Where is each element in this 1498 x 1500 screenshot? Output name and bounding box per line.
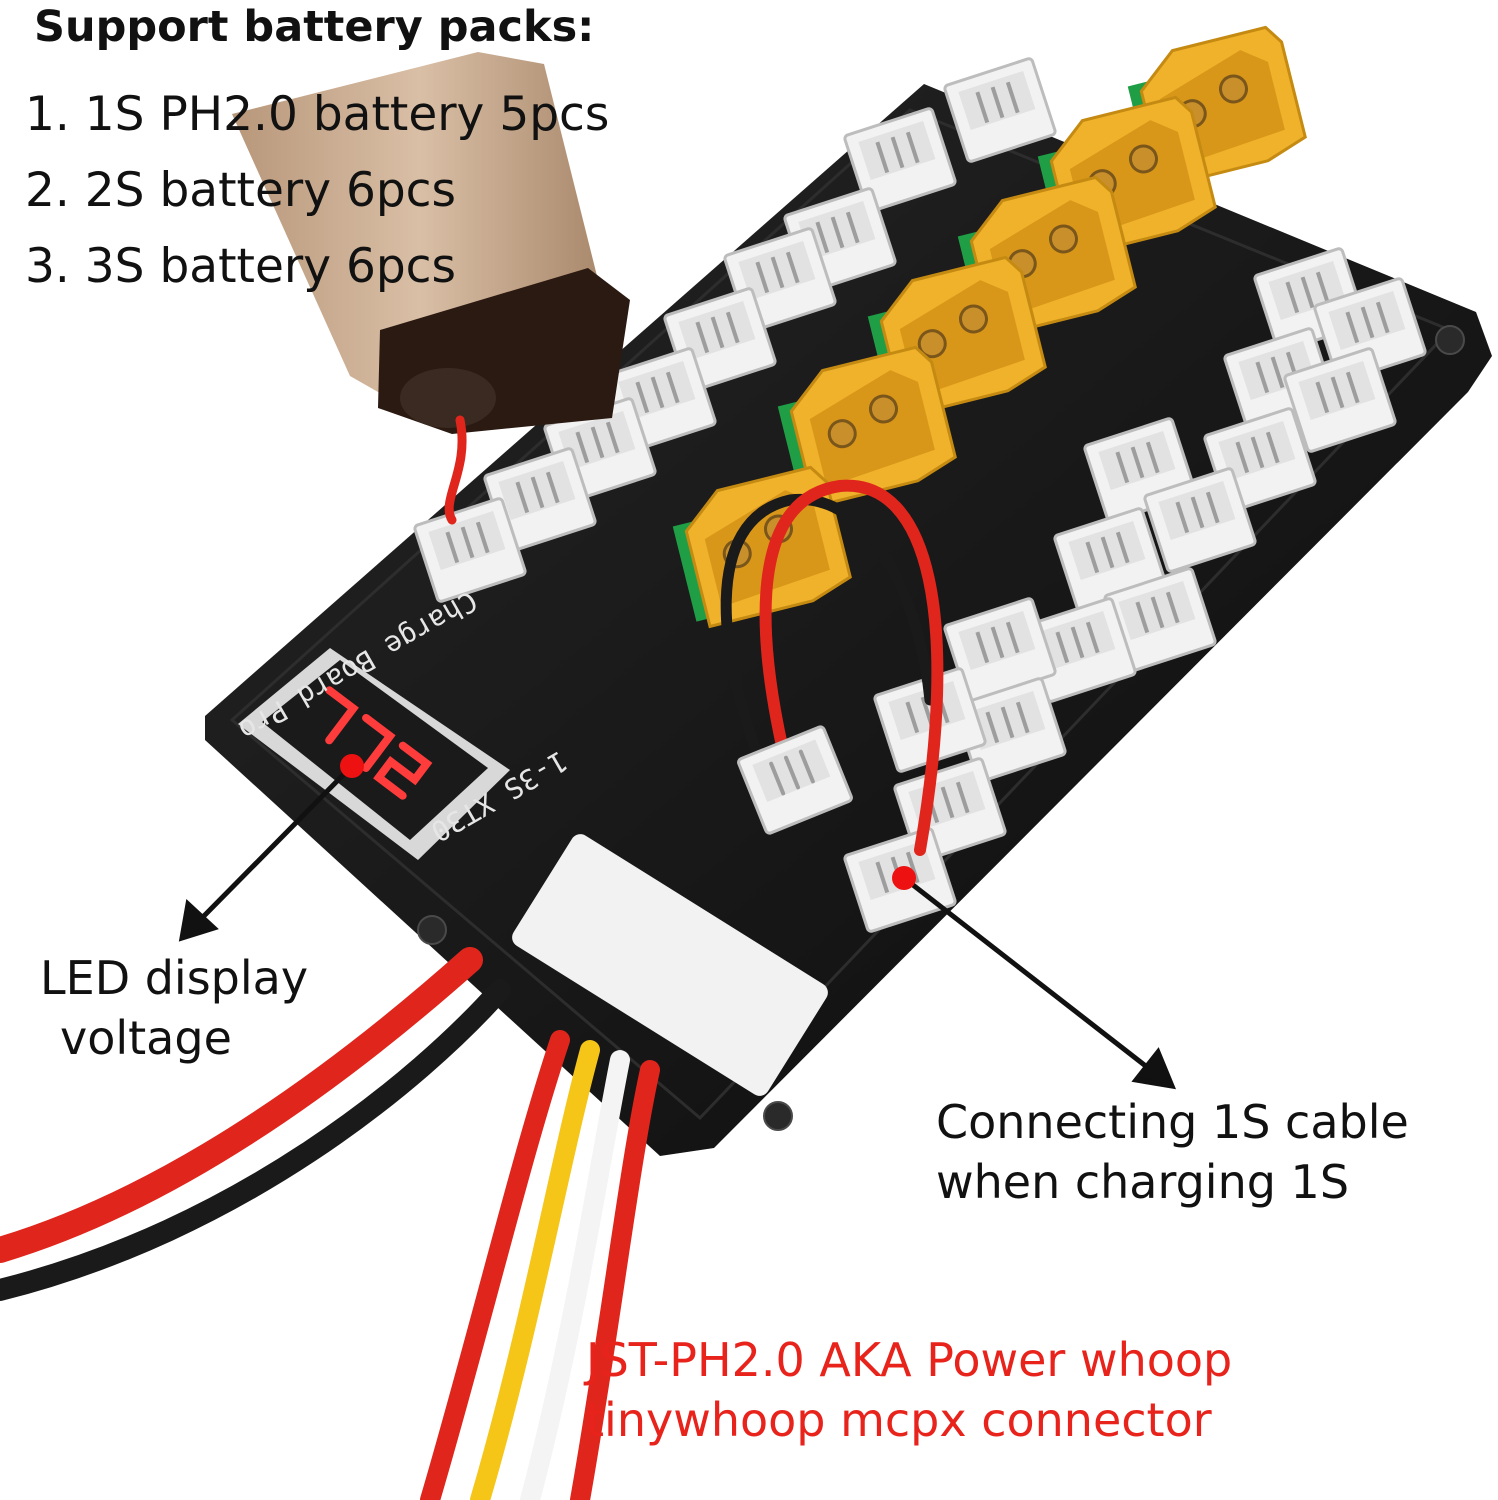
support-heading: Support battery packs: <box>34 2 595 52</box>
callout-line: JST-PH2.0 AKA Power whoop <box>586 1333 1233 1387</box>
callout-line: voltage <box>60 1011 232 1065</box>
led-display-callout: LED display voltage <box>40 948 308 1068</box>
screw-icon <box>1435 325 1465 355</box>
battery-pack-list: 1. 1S PH2.0 battery 5pcs 2. 2S battery 6… <box>25 86 609 314</box>
battery-pack-item: 1. 1S PH2.0 battery 5pcs <box>25 87 610 142</box>
cable-callout: Connecting 1S cable when charging 1S <box>936 1092 1409 1212</box>
callout-line: when charging 1S <box>936 1155 1350 1209</box>
callout-line: tinywhoop mcpx connector <box>586 1393 1212 1447</box>
connector-callout: JST-PH2.0 AKA Power whoop tinywhoop mcpx… <box>586 1330 1232 1450</box>
led-voltage-display <box>238 648 510 860</box>
screw-icon <box>763 1101 793 1131</box>
callout-arrows <box>178 754 1177 1090</box>
battery <box>232 52 630 434</box>
balance-cable <box>0 415 944 1500</box>
battery-pack-item: 3. 3S battery 6pcs <box>25 239 457 294</box>
callout-line: Connecting 1S cable <box>936 1095 1409 1149</box>
screw-icon <box>417 915 447 945</box>
battery-pack-item: 2. 2S battery 6pcs <box>25 163 457 218</box>
callout-line: LED display <box>40 951 309 1005</box>
